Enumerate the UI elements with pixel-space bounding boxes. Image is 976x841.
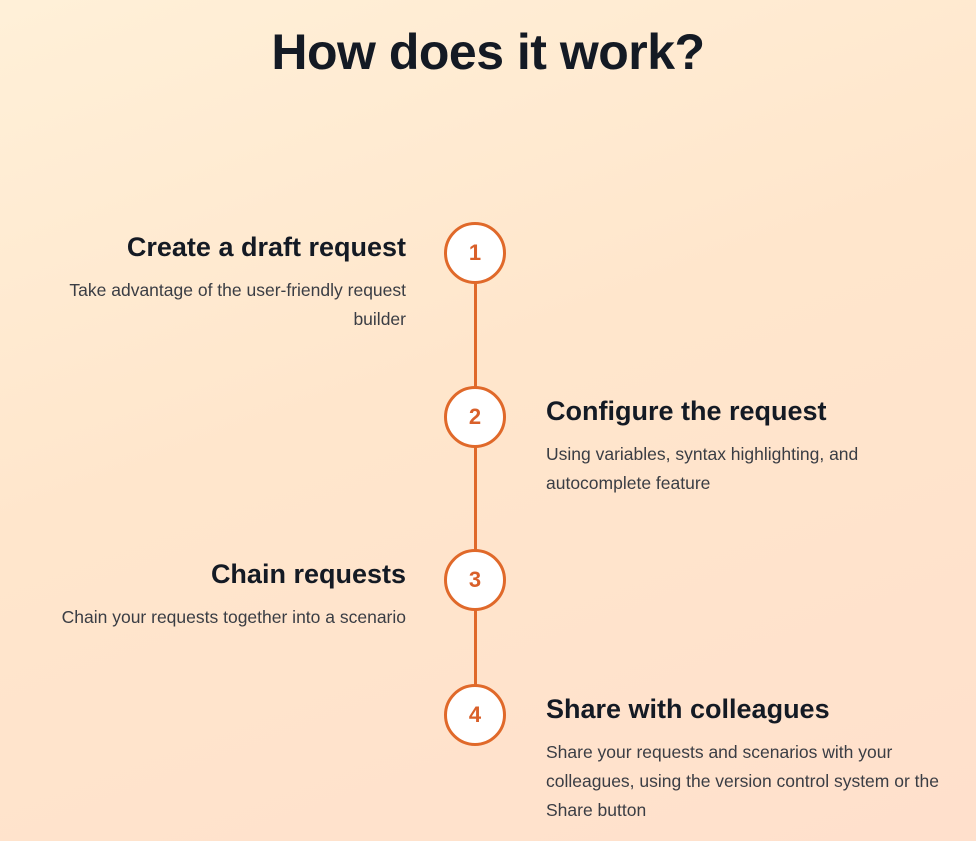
timeline-line (474, 280, 477, 690)
step-3-description: Chain your requests together into a scen… (61, 607, 406, 627)
step-4: Share with colleagues Share your request… (546, 692, 956, 825)
page-title: How does it work? (271, 24, 705, 80)
step-2-number-badge: 2 (444, 386, 506, 448)
step-1: Create a draft request Take advantage of… (26, 230, 406, 334)
step-1-number-badge: 1 (444, 222, 506, 284)
step-3-title: Chain requests (210, 559, 406, 589)
step-4-description: Share your requests and scenarios with y… (546, 742, 939, 820)
step-2-description: Using variables, syntax highlighting, an… (546, 444, 859, 493)
step-1-title: Create a draft request (126, 232, 406, 262)
step-3-number-badge: 3 (444, 549, 506, 611)
step-4-title: Share with colleagues (546, 694, 830, 724)
step-4-number-badge: 4 (444, 684, 506, 746)
step-2: Configure the request Using variables, s… (546, 394, 906, 498)
step-2-title: Configure the request (546, 396, 827, 426)
step-3: Chain requests Chain your requests toget… (6, 557, 406, 632)
step-1-description: Take advantage of the user-friendly requ… (69, 280, 406, 329)
